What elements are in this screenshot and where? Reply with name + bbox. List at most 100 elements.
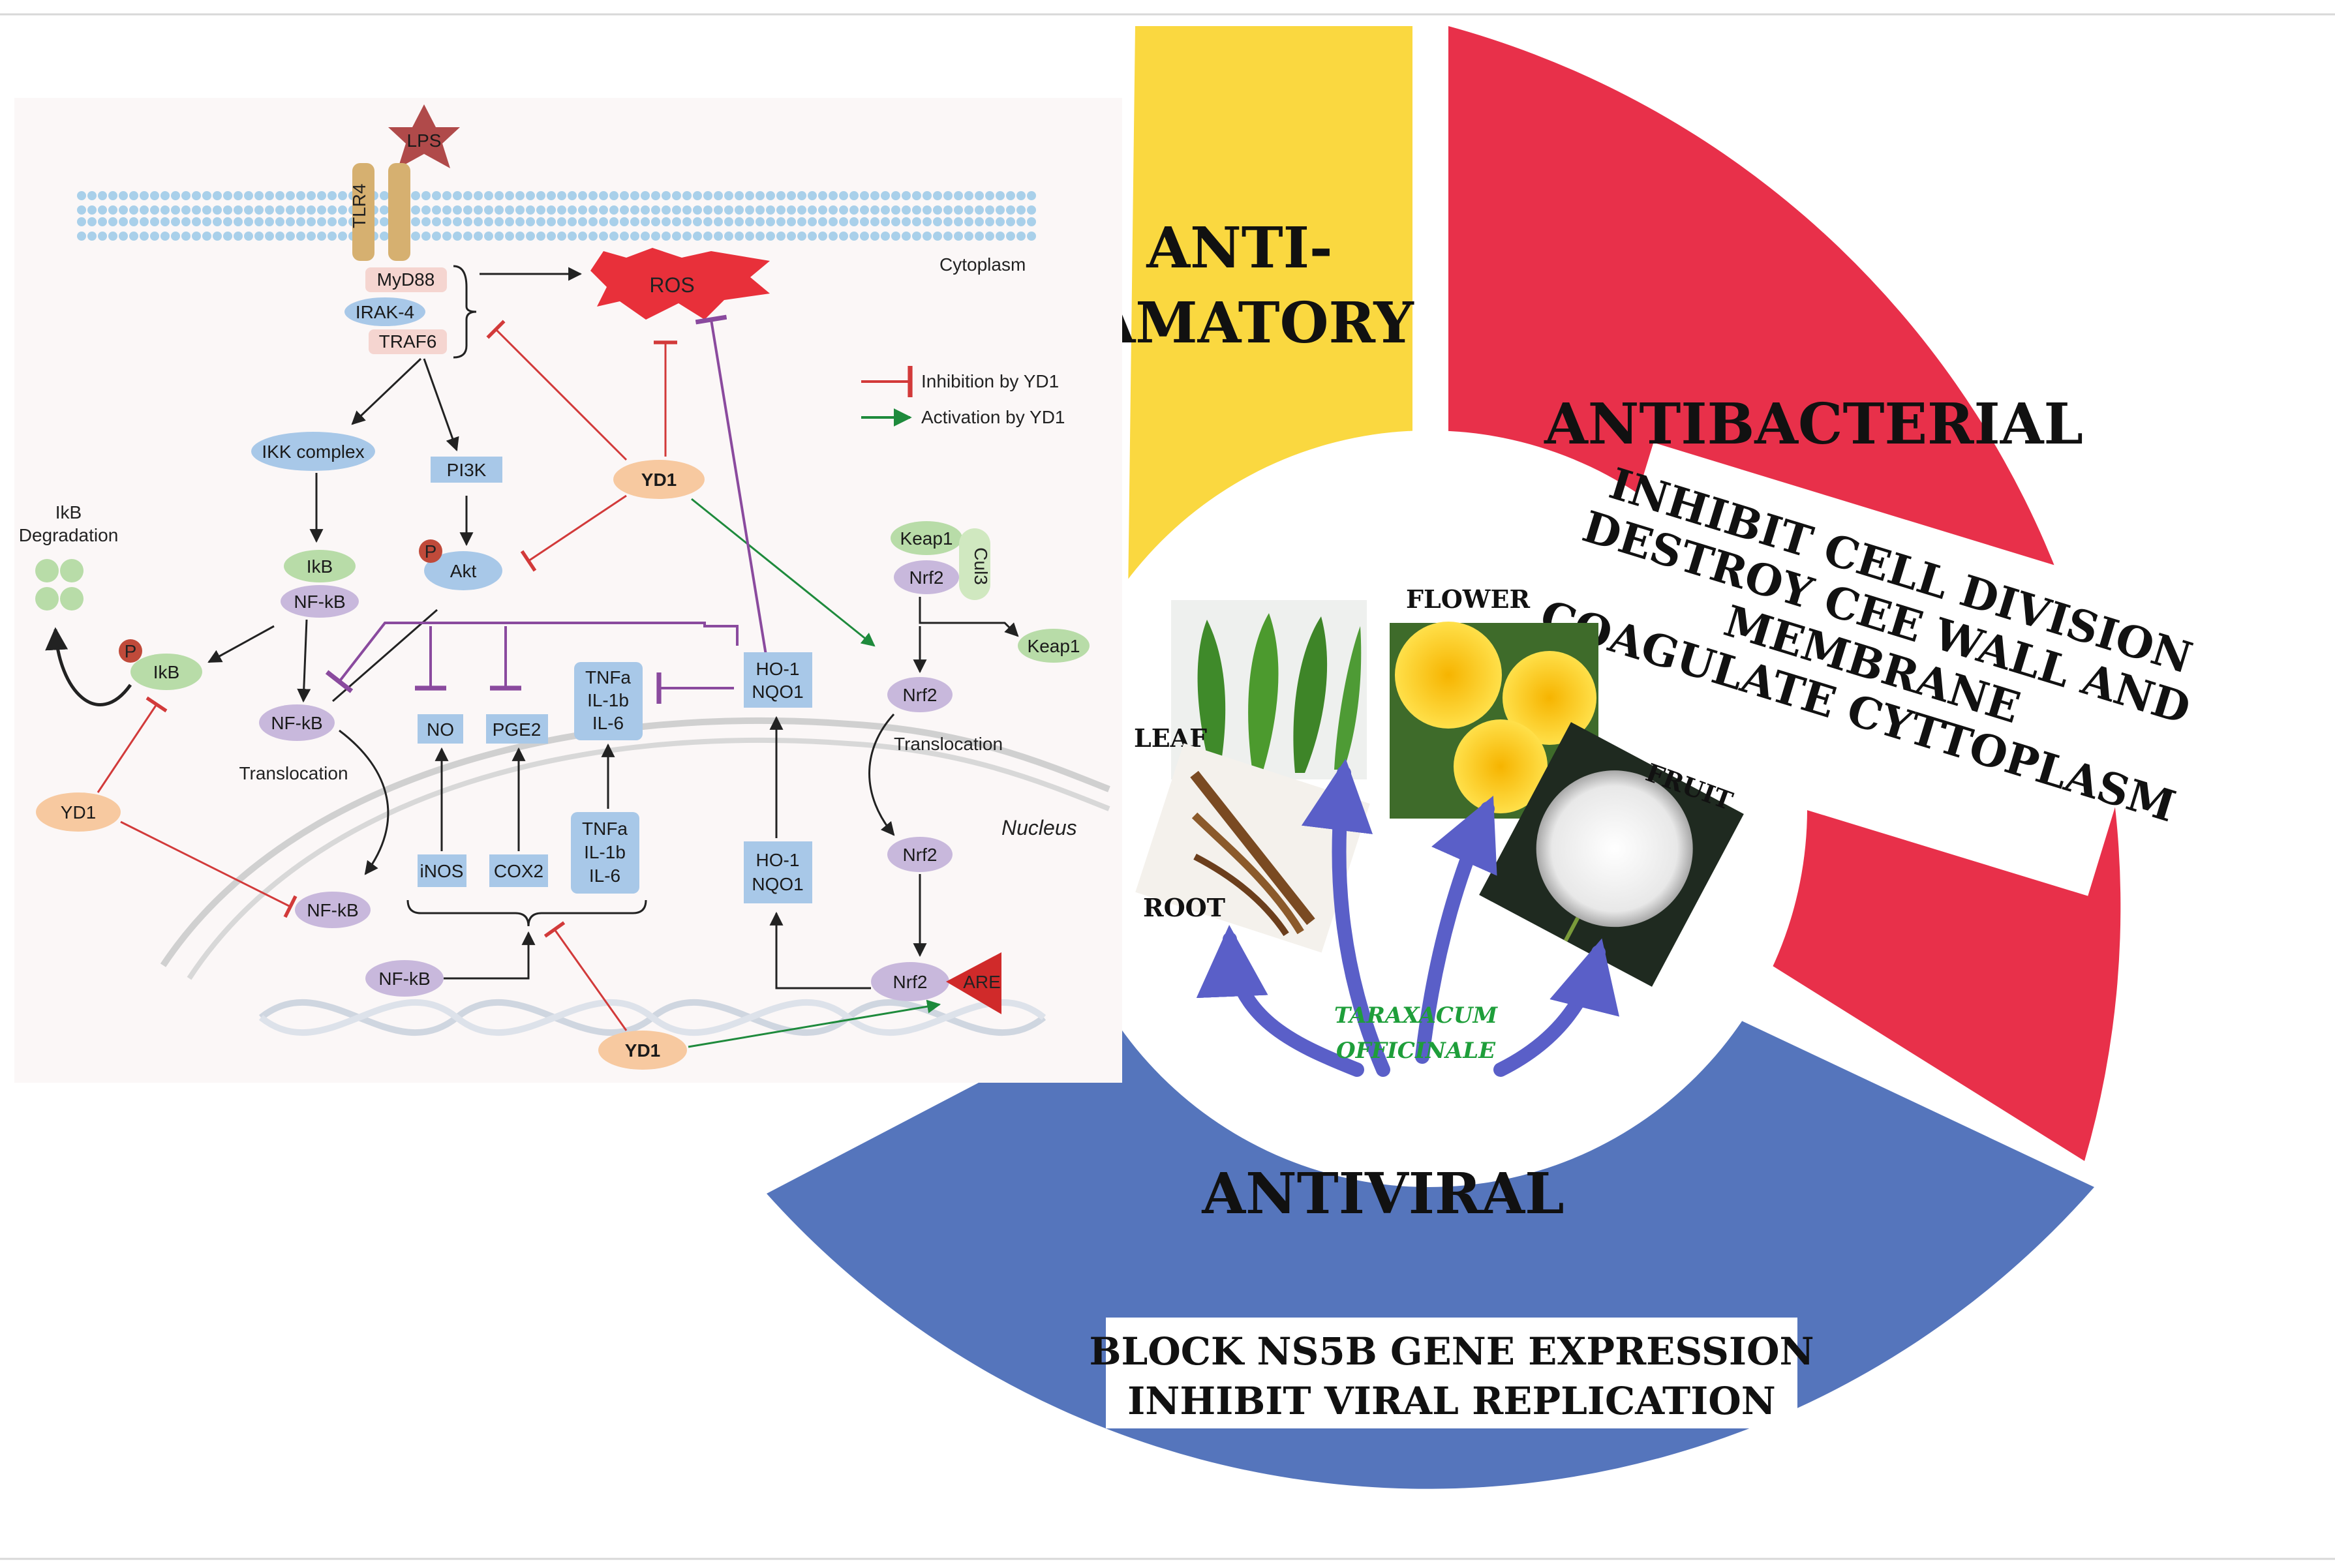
membrane-lipid [192, 232, 201, 241]
membrane-lipid [630, 205, 639, 215]
membrane-lipid [526, 205, 535, 215]
membrane-lipid [442, 205, 451, 215]
edge-traf6-ikk [351, 357, 422, 425]
nrf2-cyto-node: Nrf2 [903, 685, 938, 705]
membrane-lipid [411, 232, 420, 241]
membrane-lipid [234, 217, 243, 226]
pi3k-node: PI3K [447, 460, 487, 480]
membrane-lipid [724, 217, 733, 226]
membrane-lipid [714, 217, 723, 226]
membrane-lipid [755, 232, 765, 241]
membrane-lipid [933, 217, 942, 226]
membrane-lipid [536, 232, 545, 241]
membrane-lipid [421, 232, 431, 241]
membrane-lipid [881, 217, 890, 226]
nrf2-complex-node: Nrf2 [909, 567, 944, 588]
membrane-lipid [432, 191, 441, 200]
membrane-lipid [474, 191, 483, 200]
membrane-lipid [202, 205, 211, 215]
membrane-lipid [515, 232, 525, 241]
membrane-lipid [703, 205, 712, 215]
membrane-lipid [703, 191, 712, 200]
membrane-lipid [860, 217, 869, 226]
myd88-node: MyD88 [377, 269, 435, 290]
membrane-lipid [254, 191, 264, 200]
membrane-lipid [808, 191, 817, 200]
membrane-lipid [568, 217, 577, 226]
membrane-lipid [891, 217, 900, 226]
membrane-lipid [891, 191, 900, 200]
membrane-lipid [1016, 217, 1026, 226]
membrane-lipid [724, 205, 733, 215]
membrane-lipid [317, 191, 326, 200]
membrane-lipid [254, 217, 264, 226]
membrane-lipid [244, 191, 253, 200]
membrane-lipid [964, 191, 973, 200]
membrane-lipid [923, 217, 932, 226]
membrane-lipid [568, 191, 577, 200]
membrane-lipid [505, 232, 514, 241]
membrane-lipid [620, 205, 629, 215]
membrane-lipid [933, 232, 942, 241]
membrane-lipid [150, 191, 159, 200]
membrane-lipid [495, 205, 504, 215]
membrane-lipid [317, 232, 326, 241]
membrane-lipid [745, 217, 754, 226]
membrane-lipid [766, 232, 775, 241]
membrane-lipid [234, 205, 243, 215]
membrane-lipid [254, 205, 264, 215]
membrane-lipid [881, 232, 890, 241]
membrane-lipid [745, 232, 754, 241]
membrane-lipid [923, 191, 932, 200]
membrane-lipid [860, 191, 869, 200]
membrane-lipid [463, 191, 472, 200]
membrane-lipid [839, 205, 848, 215]
antiviral-text-box: BLOCK NS5B GENE EXPRESSION INHIBIT VIRAL… [1089, 1318, 1814, 1428]
membrane-lipid [557, 205, 566, 215]
il6-cyto: IL-6 [592, 713, 624, 733]
keap1-node: Keap1 [1028, 636, 1080, 656]
membrane-lipid [641, 232, 650, 241]
membrane-lipid [484, 217, 493, 226]
membrane-lipid [338, 191, 347, 200]
nucleus-label: Nucleus [1001, 816, 1077, 839]
membrane-lipid [578, 217, 587, 226]
membrane-lipid [223, 232, 232, 241]
membrane-lipid [776, 205, 786, 215]
membrane-lipid [202, 217, 211, 226]
legend-activation-label: Activation by YD1 [921, 407, 1065, 427]
ikb-node: IkB [153, 662, 179, 682]
membrane-lipid [714, 191, 723, 200]
membrane-lipid [797, 191, 806, 200]
nqo1-cyto: NQO1 [752, 682, 803, 702]
membrane-lipid [912, 217, 921, 226]
membrane-lipid [463, 217, 472, 226]
membrane-lipid [119, 217, 128, 226]
pathway-panel: LPS TLR4 MyD88 IRAK-4 TRAF6 ROS Cytoplas… [14, 98, 1122, 1083]
membrane-lipid [234, 191, 243, 200]
membrane-lipid [933, 191, 942, 200]
membrane-lipid [453, 191, 462, 200]
membrane-lipid [923, 232, 932, 241]
membrane-lipid [714, 205, 723, 215]
membrane-lipid [557, 217, 566, 226]
membrane-lipid [338, 217, 347, 226]
membrane-lipid [662, 191, 671, 200]
membrane-lipid [609, 205, 618, 215]
membrane-lipid [98, 217, 107, 226]
membrane-lipid [693, 205, 702, 215]
yd1-node-bottom: YD1 [625, 1040, 660, 1061]
membrane-lipid [620, 217, 629, 226]
lps-label: LPS [407, 130, 442, 151]
membrane-lipid [912, 205, 921, 215]
antiviral-line-1: BLOCK NS5B GENE EXPRESSION [1089, 1329, 1814, 1374]
ikb-degradation-label-2: Degradation [19, 525, 119, 545]
membrane-lipid [954, 191, 963, 200]
edge-nrf2-translocation [868, 713, 895, 836]
membrane-lipid [244, 205, 253, 215]
lps-star: LPS [388, 104, 460, 168]
membrane-lipid [223, 217, 232, 226]
membrane-lipid [620, 191, 629, 200]
membrane-lipid [307, 191, 316, 200]
